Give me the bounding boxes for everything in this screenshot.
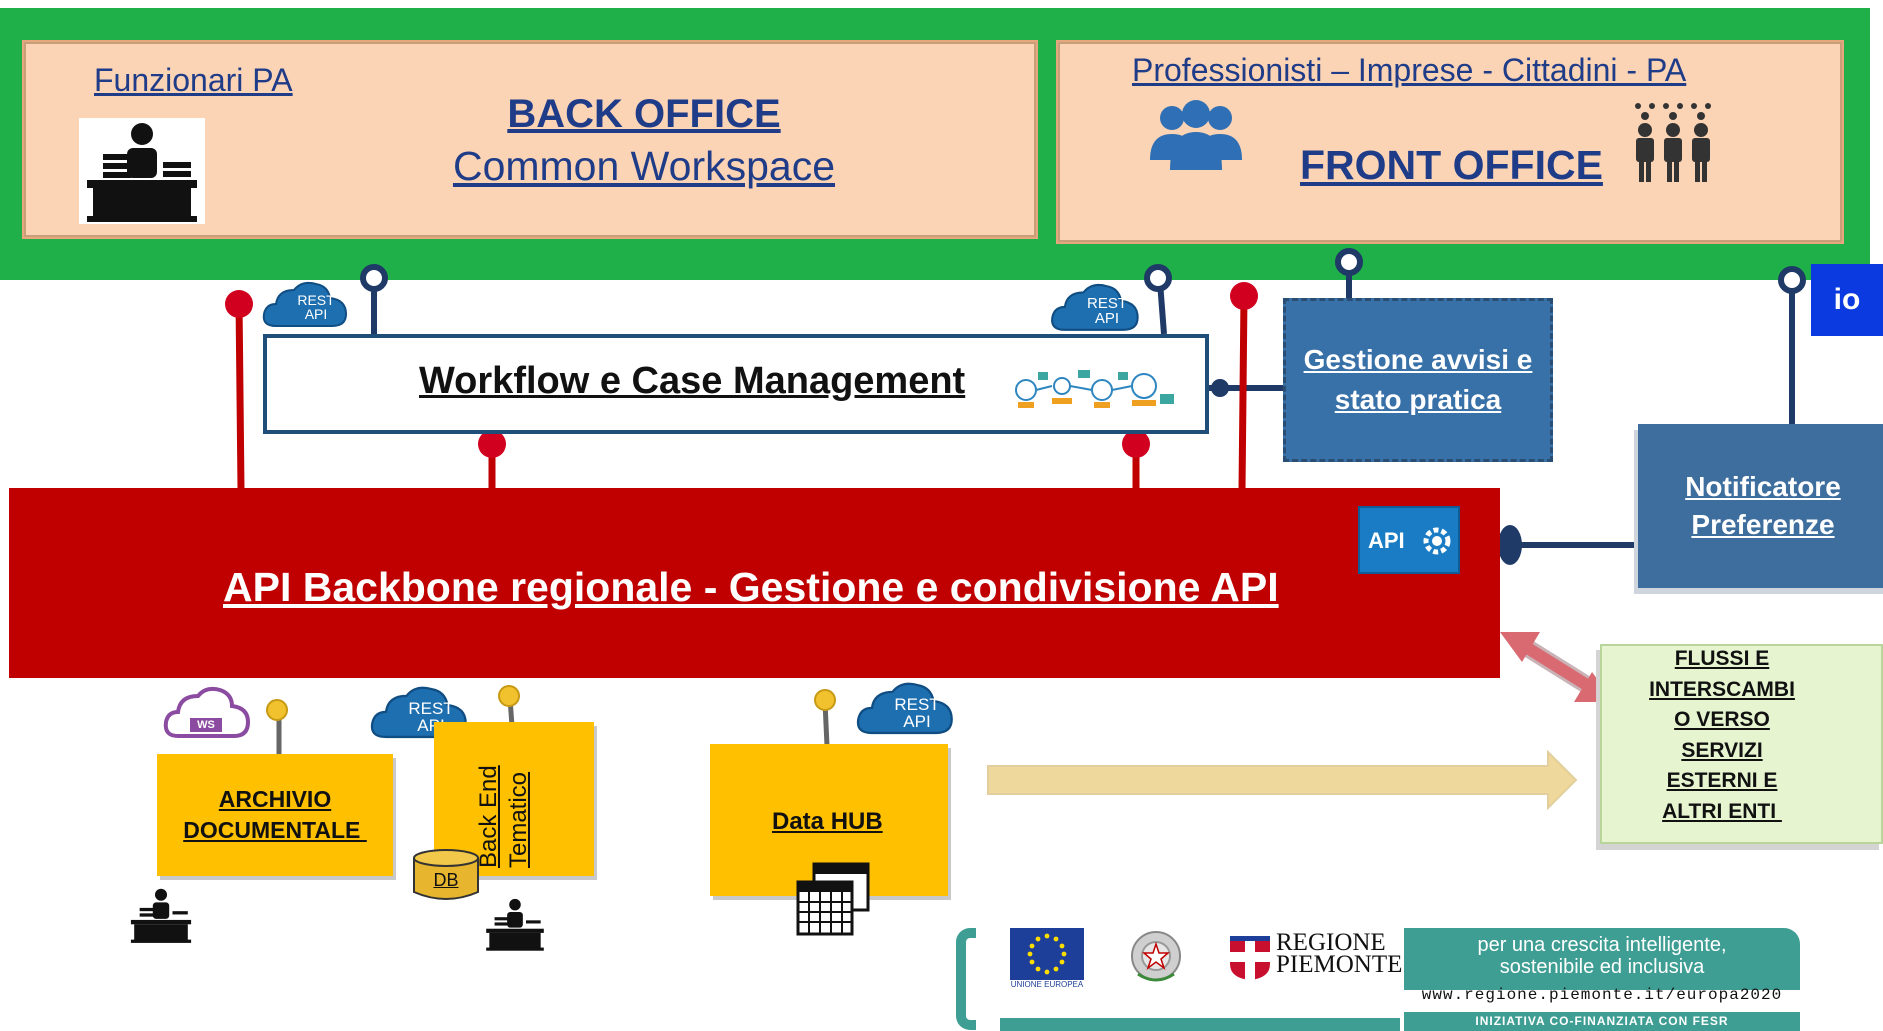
backend-line2[interactable]: Tematico [505,771,532,868]
api-label: API [1094,310,1120,327]
gestione-line2[interactable]: stato pratica [1334,384,1502,415]
workflow-label[interactable]: Workflow e Case Management [419,360,966,402]
regione-piemonte-shield-logo [1230,936,1270,980]
flussi-line[interactable]: O VERSO [1674,708,1770,731]
archivio-documentale-box: ARCHIVIO DOCUMENTALE [157,754,393,876]
rest-api-cloud-icon-4: REST API [856,680,954,738]
tagline-panel: per una crescita intelligente, sostenibi… [1404,928,1800,990]
back-office-title-group: BACK OFFICE Common Workspace [384,92,904,190]
gestione-line1[interactable]: Gestione avvisi e [1303,344,1533,375]
footer-bracket [956,928,976,1030]
flussi-line[interactable]: ESTERNI E [1666,769,1778,792]
regione-line1: REGIONE [1276,929,1386,956]
flussi-text: FLUSSI E INTERSCAMBI O VERSO SERVIZI EST… [1602,644,1842,827]
office-worker-icon [79,118,205,224]
flussi-line[interactable]: SERVIZI [1681,738,1763,762]
rest-label: REST [1086,295,1127,312]
workflow-box: Workflow e Case Management [263,334,1209,434]
api-gear-icon: API [1358,506,1460,574]
table-grid-icon [796,862,870,936]
rest-label: REST [297,292,335,308]
io-label: io [1833,283,1861,316]
back-office-box: Funzionari PA BACK OFFICE Common Workspa… [22,40,1038,239]
flussi-line[interactable]: INTERSCAMBI [1649,677,1795,701]
regione-line2: PIEMONTE [1276,951,1403,978]
db-label: DB [433,870,459,890]
api-backbone-bar: API Backbone regionale - Gestione e cond… [9,488,1500,678]
back-office-subtitle[interactable]: Common Workspace [452,143,836,189]
office-worker-icon-small [482,896,548,952]
office-worker-icon-small [126,886,196,944]
front-office-audience-link[interactable]: Professionisti – Imprese - Cittadini - P… [1132,52,1687,88]
notificatore-line2[interactable]: Preferenze [1691,509,1835,540]
rest-api-cloud-icon-1: REST API [262,280,348,330]
cofin-label: INIZIATIVA CO-FINANZIATA CON FESR [1475,1014,1729,1028]
tagline-line2: sostenibile ed inclusiva [1499,956,1705,978]
gestione-avvisi-box: Gestione avvisi e stato pratica [1283,298,1553,462]
ws-cloud-icon: WS [162,686,251,742]
archivio-line2[interactable]: DOCUMENTALE [183,817,367,843]
flussi-interscambi-box: FLUSSI E INTERSCAMBI O VERSO SERVIZI EST… [1600,644,1883,844]
back-office-audience-link[interactable]: Funzionari PA [94,62,293,98]
people-group-icon [1150,100,1242,170]
footer-bottom-band [1000,1018,1400,1031]
rest-label: REST [894,695,940,714]
rest-api-cloud-icon-2: REST API [1050,282,1140,334]
io-app-badge[interactable]: io [1811,264,1883,336]
front-office-title[interactable]: FRONT OFFICE [1300,142,1603,188]
crowd-icon [1635,103,1711,182]
api-label: API [304,306,328,322]
database-icon: DB [412,848,480,904]
backend-label-group: Back End Tematico [474,738,534,868]
archivio-line1[interactable]: ARCHIVIO [218,786,332,812]
europa2020-url[interactable]: www.regione.piemonte.it/europa2020 [1421,986,1783,1004]
back-office-title[interactable]: BACK OFFICE [507,92,781,136]
rest-label: REST [408,699,454,718]
notificatore-box: Notificatore Preferenze [1638,424,1883,588]
notificatore-line1[interactable]: Notificatore [1685,471,1841,502]
ws-label: WS [197,719,215,731]
italian-emblem-logo [1131,931,1181,982]
workflow-process-icon [1015,370,1174,408]
front-office-box: Professionisti – Imprese - Cittadini - P… [1056,40,1844,244]
backbone-label[interactable]: API Backbone regionale - Gestione e cond… [223,564,1279,610]
api-gear-label: API [1368,528,1405,553]
eu-label: UNIONE EUROPEA [1010,980,1084,989]
api-label: API [903,712,931,731]
regione-piemonte-wordmark: REGIONE PIEMONTE [1276,929,1403,978]
tagline-line1: per una crescita intelligente, [1477,934,1727,956]
flussi-line[interactable]: FLUSSI E [1674,647,1770,670]
eu-flag-logo: UNIONE EUROPEA [1010,928,1084,990]
flussi-line[interactable]: ALTRI ENTI [1662,799,1782,823]
datahub-label[interactable]: Data HUB [772,808,883,835]
cofinanziata-band: INIZIATIVA CO-FINANZIATA CON FESR [1404,1012,1800,1031]
